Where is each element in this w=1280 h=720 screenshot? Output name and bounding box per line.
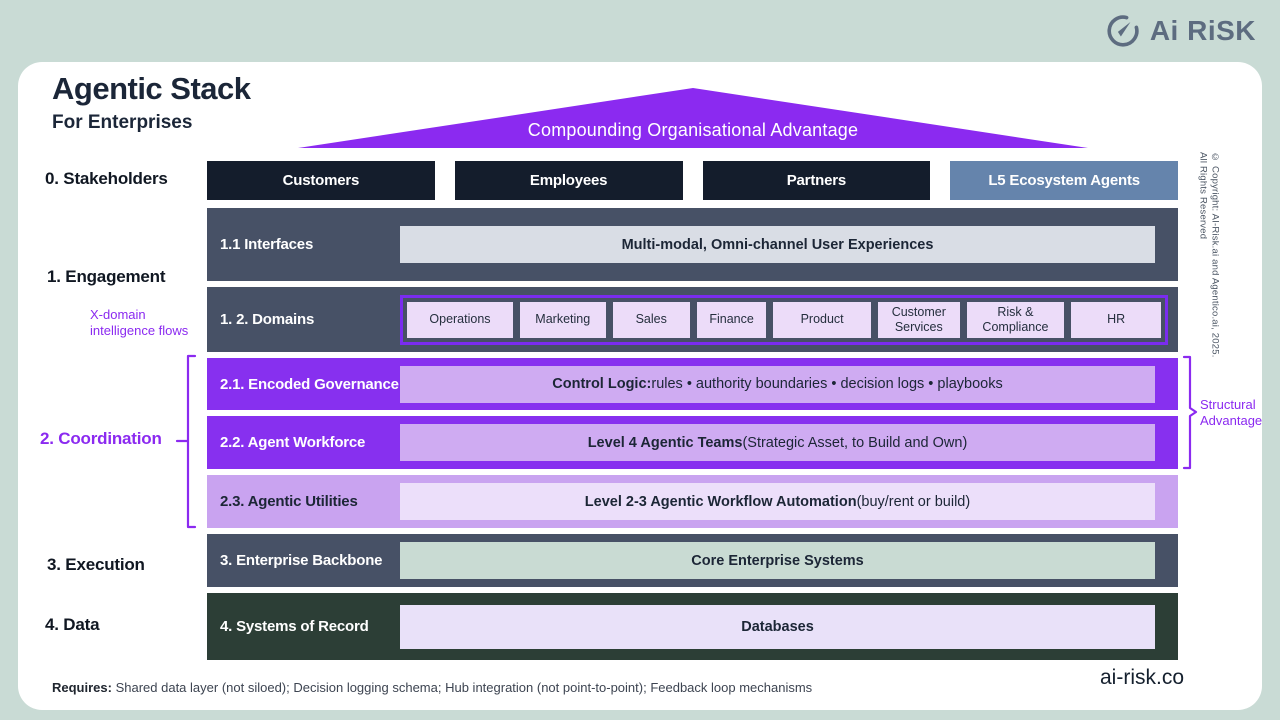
row-governance-label: 2.1. Encoded Governance	[220, 375, 399, 393]
row-utilities-label: 2.3. Agentic Utilities	[220, 493, 358, 510]
x-domain-note: X-domain intelligence flows	[90, 307, 189, 339]
copyright-notice: © Copyright: AI-Risk.ai and Agentico.ai,…	[1197, 152, 1221, 358]
row-agentic-utilities: 2.3. Agentic Utilities Level 2-3 Agentic…	[207, 475, 1178, 528]
stakeholder-partners: Partners	[702, 161, 931, 200]
row-interfaces-content: Multi-modal, Omni-channel User Experienc…	[400, 226, 1155, 263]
row-encoded-governance: 2.1. Encoded Governance Control Logic: r…	[207, 358, 1178, 410]
stakeholder-l5-ecosystem-agents: L5 Ecosystem Agents	[950, 161, 1178, 200]
row-systems-of-record: 4. Systems of Record Databases	[207, 593, 1178, 660]
domain-product: Product	[773, 301, 872, 338]
page-subtitle: For Enterprises	[52, 112, 193, 133]
domain-operations: Operations	[407, 301, 513, 338]
utilities-content-rest: (buy/rent or build)	[856, 493, 971, 510]
domain-sales: Sales	[612, 301, 690, 338]
label-execution: 3. Execution	[47, 555, 145, 574]
requires-note-bold: Requires:	[52, 680, 112, 695]
domains-container: Operations Marketing Sales Finance Produ…	[400, 294, 1168, 345]
stakeholders-row: Customers Employees Partners L5 Ecosyste…	[207, 161, 1178, 200]
brand-name: Ai RiSK	[1149, 15, 1256, 46]
row-workforce-content: Level 4 Agentic Teams (Strategic Asset, …	[400, 424, 1155, 461]
label-coordination: 2. Coordination	[40, 429, 162, 448]
row-backbone-content: Core Enterprise Systems	[400, 542, 1155, 579]
row-interfaces-label: 1.1 Interfaces	[220, 236, 314, 253]
site-url: ai-risk.co	[1100, 666, 1185, 689]
workforce-content-bold: Level 4 Agentic Teams	[587, 434, 743, 451]
label-stakeholders: 0. Stakeholders	[45, 169, 168, 188]
domain-risk-compliance: Risk & Compliance	[966, 301, 1065, 338]
governance-content-rest: rules • authority boundaries • decision …	[651, 376, 1003, 392]
row-domains-label: 1. 2. Domains	[220, 311, 315, 328]
row-backbone-label: 3. Enterprise Backbone	[220, 552, 383, 569]
structural-advantage-label: Structural Advantage	[1200, 397, 1263, 429]
row-interfaces: 1.1 Interfaces Multi-modal, Omni-channel…	[207, 208, 1178, 281]
row-domains: 1. 2. Domains Operations Marketing Sales…	[207, 287, 1178, 352]
row-governance-content: Control Logic: rules • authority boundar…	[400, 365, 1155, 403]
workforce-content-rest: (Strategic Asset, to Build and Own)	[742, 434, 968, 451]
label-engagement: 1. Engagement	[47, 267, 166, 286]
row-workforce-label: 2.2. Agent Workforce	[220, 434, 366, 451]
row-sor-label: 4. Systems of Record	[220, 618, 369, 635]
domain-customer-services: Customer Services	[878, 301, 960, 338]
stakeholder-employees: Employees	[454, 161, 683, 200]
row-enterprise-backbone: 3. Enterprise Backbone Core Enterprise S…	[207, 534, 1178, 587]
governance-content-bold: Control Logic:	[552, 376, 652, 392]
requires-note-rest: Shared data layer (not siloed); Decision…	[111, 680, 813, 695]
brand-logo: Ai RiSK	[1105, 14, 1256, 48]
domain-finance: Finance	[696, 301, 767, 338]
domain-marketing: Marketing	[519, 301, 606, 338]
row-utilities-content: Level 2-3 Agentic Workflow Automation (b…	[400, 483, 1155, 520]
page-title: Agentic Stack	[52, 71, 251, 106]
requires-note: Requires: Shared data layer (not siloed)…	[52, 680, 812, 695]
row-sor-content: Databases	[400, 604, 1155, 649]
domain-hr: HR	[1071, 301, 1161, 338]
advantage-banner-label: Compounding Organisational Advantage	[527, 120, 859, 140]
stakeholder-customers: Customers	[207, 161, 435, 200]
gauge-icon	[1107, 15, 1139, 47]
row-agent-workforce: 2.2. Agent Workforce Level 4 Agentic Tea…	[207, 416, 1178, 469]
utilities-content-bold: Level 2-3 Agentic Workflow Automation	[584, 493, 857, 510]
label-data: 4. Data	[45, 615, 100, 634]
